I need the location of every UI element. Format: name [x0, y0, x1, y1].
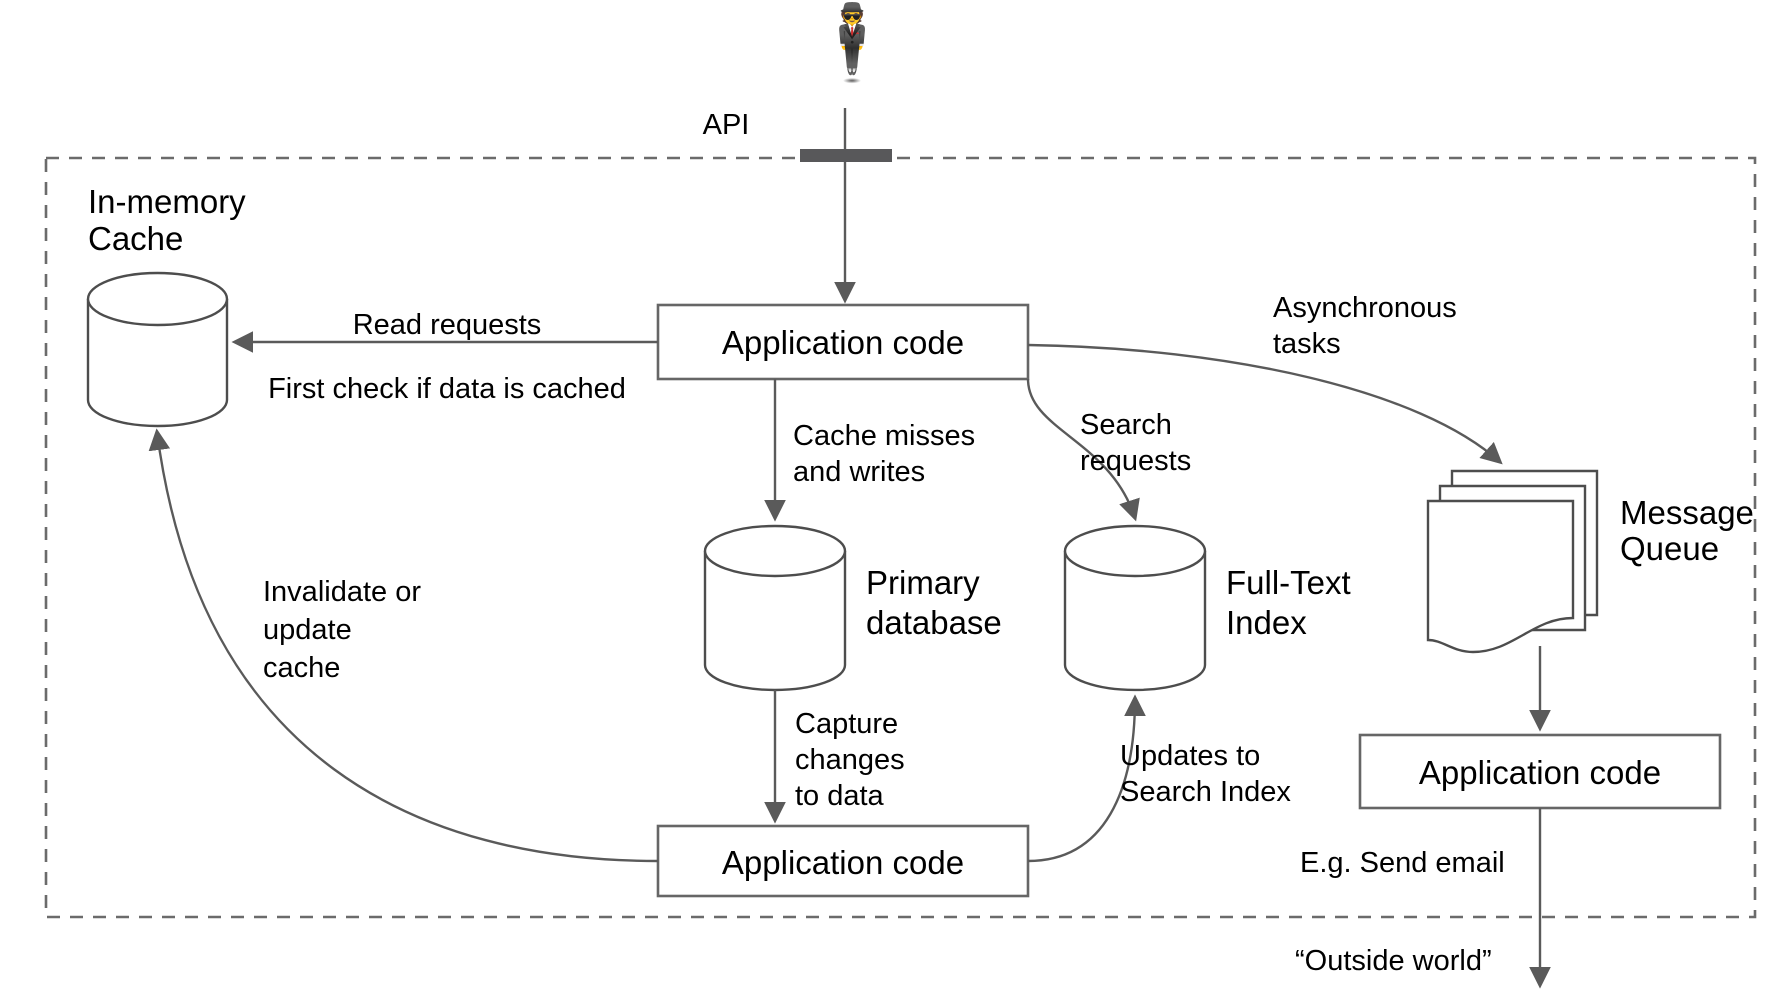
- edge-search-requests: [1026, 378, 1140, 522]
- edge-label-invalidate-line1: Invalidate or: [263, 576, 421, 608]
- edge-label-capture-line1: Capture: [795, 708, 898, 740]
- label-app-code-bottom-left: Application code: [722, 844, 964, 881]
- label-message-queue-line1: Message: [1620, 494, 1754, 531]
- edge-label-search-requests-line1: Search: [1080, 409, 1172, 441]
- node-app-code-bottom-right: [1358, 733, 1722, 810]
- edge-label-invalidate-line3: cache: [263, 652, 340, 684]
- edge-label-invalidate-line2: update: [263, 614, 352, 646]
- label-app-code-top: Application code: [722, 324, 964, 361]
- edge-updates-to-search-index: [1027, 694, 1146, 863]
- label-app-code-bottom-right: Application code: [1419, 754, 1661, 791]
- edge-label-async-tasks-line1: Asynchronous: [1273, 292, 1457, 324]
- label-message-queue-line2: Queue: [1620, 530, 1719, 567]
- label-full-text-index-line1: Full-Text: [1226, 564, 1351, 601]
- edge-label-first-check: First check if data is cached: [268, 373, 626, 405]
- edge-label-async-tasks-line2: tasks: [1273, 328, 1341, 360]
- edge-label-read-requests: Read requests: [353, 309, 542, 341]
- edge-label-capture-line2: changes: [795, 744, 905, 776]
- edge-label-cache-misses-line1: Cache misses: [793, 420, 975, 452]
- edge-label-outside-world: “Outside world”: [1295, 945, 1492, 977]
- edge-label-api: API: [703, 109, 750, 141]
- label-in-memory-cache-line2: Cache: [88, 220, 183, 257]
- api-interface-bar: [800, 149, 892, 162]
- node-full-text-index: [1063, 524, 1207, 692]
- edge-label-cache-misses-line2: and writes: [793, 456, 925, 488]
- system-boundary: [44, 156, 1757, 919]
- label-full-text-index-line2: Index: [1226, 604, 1307, 641]
- edge-label-send-email: E.g. Send email: [1300, 847, 1505, 879]
- node-app-code-bottom-left: [656, 824, 1030, 898]
- edge-label-capture-line3: to data: [795, 780, 885, 812]
- label-primary-database-line2: database: [866, 604, 1002, 641]
- edge-asynchronous-tasks: [1027, 343, 1503, 465]
- user-actor-icon: 🕴: [806, 1, 899, 84]
- edge-label-updates-line1: Updates to: [1120, 740, 1260, 772]
- edge-label-updates-line2: Search Index: [1120, 776, 1291, 808]
- node-primary-database: [703, 524, 847, 692]
- label-in-memory-cache-line1: In-memory: [88, 183, 246, 220]
- edge-invalidate-or-update-cache: [148, 428, 659, 863]
- edge-label-search-requests-line2: requests: [1080, 445, 1191, 477]
- node-message-queue: [1426, 469, 1599, 654]
- node-in-memory-cache: [86, 271, 229, 428]
- label-primary-database-line1: Primary: [866, 564, 980, 601]
